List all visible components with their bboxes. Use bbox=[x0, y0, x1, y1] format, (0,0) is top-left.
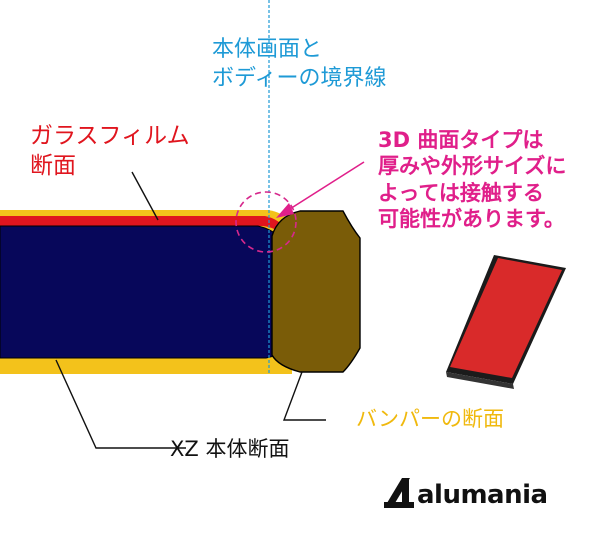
note-arrow-head bbox=[276, 203, 294, 218]
phone-body-section bbox=[0, 225, 293, 359]
boundary-label: 本体画面と ボディーの境界線 bbox=[212, 37, 387, 91]
alumania-logo-icon bbox=[384, 478, 414, 508]
contact-note-label: 3D 曲面タイプは 厚みや外形サイズに よっては接触する 可能性があります。 bbox=[378, 128, 567, 232]
glass-film-label: ガラスフィルム 断面 bbox=[30, 123, 190, 179]
bumper-leader bbox=[282, 371, 326, 421]
body-section-label: XZ 本体断面 bbox=[170, 437, 290, 461]
alumania-logo: alumania bbox=[383, 480, 548, 510]
glass-film-leader bbox=[131, 171, 159, 221]
bumper-label: バンパーの断面 bbox=[356, 407, 505, 431]
bumper-section bbox=[271, 210, 361, 373]
phone-with-red-film bbox=[446, 255, 566, 389]
logo-wordmark: alumania bbox=[417, 480, 548, 510]
glass-film-section bbox=[0, 216, 288, 238]
body-leader bbox=[55, 359, 186, 449]
note-arrow-line bbox=[281, 161, 365, 215]
contact-highlight-circle bbox=[235, 191, 297, 253]
